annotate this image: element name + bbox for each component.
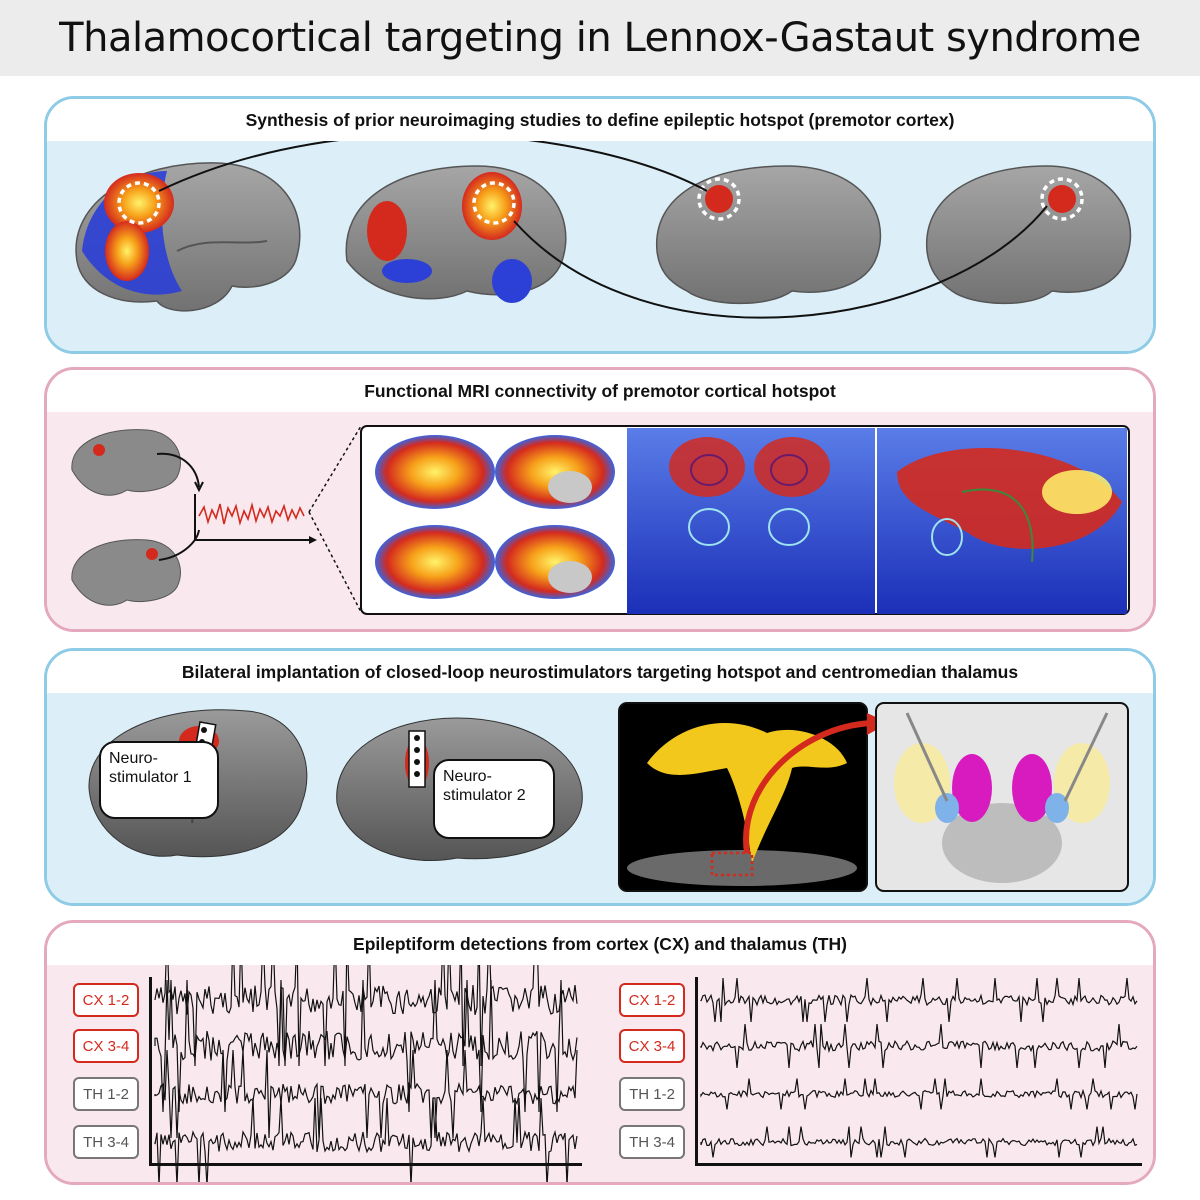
left-eeg-traces	[154, 965, 578, 1182]
eeg-traces	[154, 965, 1138, 1182]
fmri-panel: Functional MRI connectivity of premotor …	[44, 367, 1156, 632]
detections-body: CX 1-2 CX 3-4 TH 1-2 TH 3-4 CX 1-2 CX 3-…	[47, 965, 1153, 1182]
synthesis-header: Synthesis of prior neuroimaging studies …	[47, 99, 1153, 141]
brain-medial-hotspot	[926, 165, 1132, 305]
fmri-diagram	[71, 425, 1130, 615]
brain-lateral-left	[75, 162, 301, 312]
mri-coronal-view	[627, 428, 875, 614]
left-channel-th12: TH 1-2	[73, 1077, 139, 1111]
connectivity-brains	[375, 435, 615, 599]
fmri-body	[47, 412, 1153, 629]
brain-lateral-hotspot	[656, 165, 882, 305]
right-trace-4	[700, 1126, 1138, 1158]
connector-line-2	[513, 205, 1048, 319]
left-trace-4	[154, 1097, 578, 1182]
neurostimulator-1-label: Neuro-stimulator 1	[109, 750, 192, 786]
tractography-view	[618, 702, 889, 892]
neurostimulator-2-callout: Neuro-stimulator 2	[433, 759, 555, 839]
detections-panel: Epileptiform detections from cortex (CX)…	[44, 920, 1156, 1185]
connector-line-1	[158, 141, 708, 192]
title-bar: Thalamocortical targeting in Lennox-Gast…	[0, 0, 1200, 76]
implant-header: Bilateral implantation of closed-loop ne…	[47, 651, 1153, 693]
right-channel-th12: TH 1-2	[619, 1077, 685, 1111]
neurostimulator-2-label: Neuro-stimulator 2	[443, 768, 526, 804]
neurostimulator-1-callout: Neuro-stimulator 1	[99, 741, 219, 819]
bold-timeseries	[194, 494, 317, 544]
left-channel-cx34: CX 3-4	[73, 1029, 139, 1063]
left-channel-cx12: CX 1-2	[73, 983, 139, 1017]
synthesis-panel: Synthesis of prior neuroimaging studies …	[44, 96, 1156, 354]
left-trace-3	[154, 1049, 578, 1139]
brain-medial-left	[345, 165, 567, 303]
right-eeg-traces	[700, 977, 1138, 1158]
implant-panel: Bilateral implantation of closed-loop ne…	[44, 648, 1156, 906]
seed-brain-2	[71, 539, 181, 606]
synthesis-brains	[75, 141, 1132, 319]
right-trace-3	[700, 1078, 1138, 1110]
implant-body: Neuro-stimulator 1 Neuro-stimulator 2	[47, 693, 1153, 903]
right-channel-th34: TH 3-4	[619, 1125, 685, 1159]
detections-header: Epileptiform detections from cortex (CX)…	[47, 923, 1153, 965]
page-title: Thalamocortical targeting in Lennox-Gast…	[59, 15, 1141, 61]
mri-sagittal-view	[877, 428, 1127, 614]
left-eeg-frame	[149, 977, 582, 1166]
right-trace-2	[700, 1023, 1138, 1069]
left-channel-th34: TH 3-4	[73, 1125, 139, 1159]
left-trace-1	[154, 965, 578, 1067]
thalamus-view	[875, 702, 1129, 892]
right-eeg-frame	[695, 977, 1142, 1166]
synthesis-body	[47, 141, 1153, 351]
right-trace-1	[700, 977, 1138, 1023]
right-channel-cx12: CX 1-2	[619, 983, 685, 1017]
fmri-header: Functional MRI connectivity of premotor …	[47, 370, 1153, 412]
right-channel-cx34: CX 3-4	[619, 1029, 685, 1063]
seed-brain-1	[71, 429, 181, 496]
